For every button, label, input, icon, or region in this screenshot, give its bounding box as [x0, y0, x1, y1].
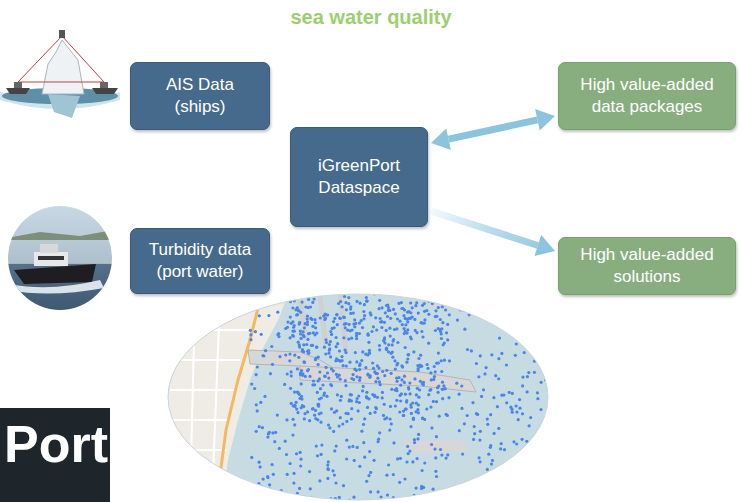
- box-label: iGreenPort Dataspace: [304, 155, 414, 199]
- source-box: Turbidity data (port water): [130, 228, 270, 294]
- box-label: High value-added data packages: [572, 74, 722, 118]
- flow-arrow: [431, 211, 555, 256]
- box-label: Turbidity data (port water): [140, 239, 260, 283]
- flow-arrow: [431, 109, 555, 150]
- logo-text: Port: [0, 418, 108, 470]
- diagram-title: sea water quality: [0, 6, 742, 29]
- output-box: High value-added solutions: [558, 237, 736, 295]
- port-map: [160, 290, 560, 502]
- iceberg-ships: [0, 30, 120, 118]
- box-label: High value-added solutions: [572, 244, 722, 288]
- hub-box: iGreenPort Dataspace: [290, 127, 428, 227]
- logo-block: [0, 408, 110, 502]
- box-label: AIS Data (ships): [145, 74, 255, 118]
- source-box: AIS Data (ships): [130, 62, 270, 130]
- boat-photo: [6, 204, 114, 312]
- output-box: High value-added data packages: [558, 62, 736, 130]
